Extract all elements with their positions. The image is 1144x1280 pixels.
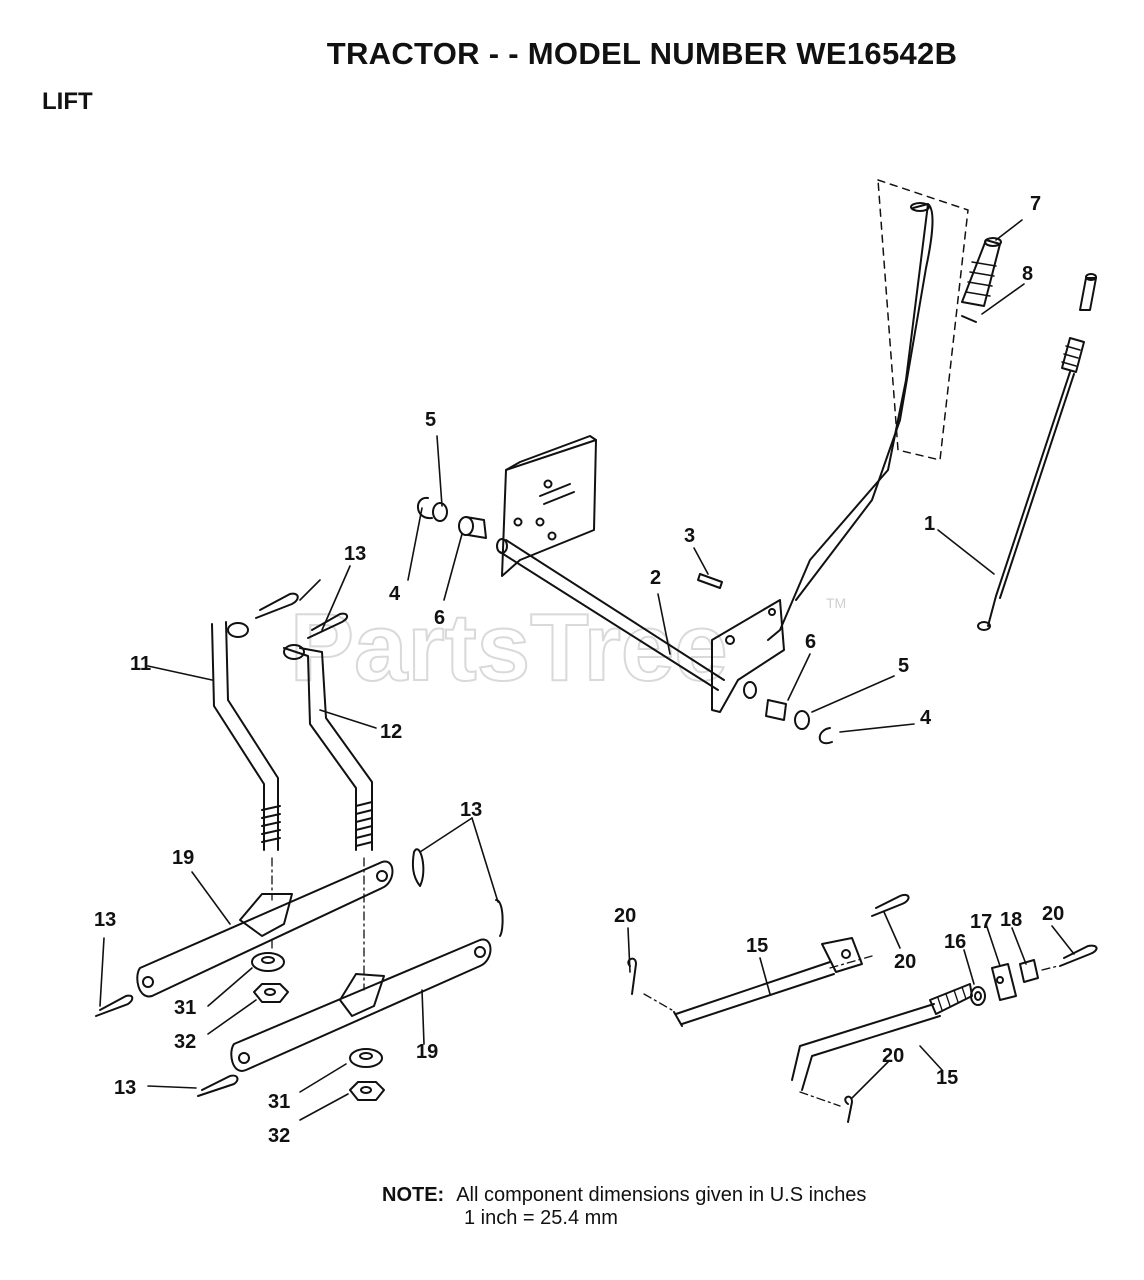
callout-32: 32 bbox=[174, 1031, 196, 1053]
note-line-1: All component dimensions given in U.S in… bbox=[456, 1184, 867, 1206]
washer-31-lower bbox=[349, 1048, 383, 1068]
lift-arm-19-upper bbox=[136, 860, 394, 998]
callout-18: 18 bbox=[1000, 909, 1022, 931]
bushing-right bbox=[743, 681, 787, 721]
page-title: TRACTOR - - MODEL NUMBER WE16542B bbox=[326, 36, 958, 71]
callout-12: 12 bbox=[380, 721, 402, 743]
lift-handle bbox=[767, 203, 929, 641]
cotter-pin-20c bbox=[1059, 944, 1098, 967]
alignment-lines-left bbox=[271, 857, 365, 991]
washer-16 bbox=[970, 986, 986, 1006]
handle-grip bbox=[961, 237, 1002, 307]
leader-lines bbox=[99, 219, 1075, 1121]
callout-3: 3 bbox=[684, 525, 695, 547]
hairpin-clip-13f bbox=[197, 1074, 239, 1097]
callout-11: 11 bbox=[130, 653, 151, 675]
handle-extension-outline bbox=[877, 179, 969, 461]
hairpin-clip-13b bbox=[307, 612, 348, 639]
retaining-ring-right bbox=[818, 727, 833, 745]
callout-20: 20 bbox=[1042, 903, 1064, 925]
hairpin-clip-13d bbox=[495, 899, 504, 937]
callout-31: 31 bbox=[268, 1091, 290, 1113]
callout-1: 1 bbox=[924, 513, 935, 535]
lift-link-12 bbox=[283, 644, 373, 851]
alignment-lines-right bbox=[643, 955, 1059, 1107]
callout-32: 32 bbox=[268, 1125, 290, 1147]
note-label: NOTE: bbox=[382, 1184, 445, 1206]
block-17 bbox=[991, 963, 1017, 1001]
callout-15: 15 bbox=[746, 935, 768, 957]
note-box: NOTE: All component dimensions given in U… bbox=[382, 1184, 866, 1230]
cotter-pin-20a bbox=[627, 957, 637, 995]
lift-rod bbox=[977, 273, 1097, 631]
retaining-ring-left bbox=[417, 496, 433, 520]
bushing-left bbox=[458, 516, 487, 539]
callout-20: 20 bbox=[894, 951, 916, 973]
note-line-2: 1 inch = 25.4 mm bbox=[464, 1207, 618, 1229]
lift-arm-19-lower bbox=[230, 938, 492, 1072]
callout-13: 13 bbox=[94, 909, 116, 931]
callout-8: 8 bbox=[1022, 263, 1033, 285]
spring-pin bbox=[961, 315, 977, 323]
callout-7: 7 bbox=[1030, 193, 1041, 215]
callout-19: 19 bbox=[172, 847, 194, 869]
watermark-tm: TM bbox=[826, 595, 846, 611]
callout-5: 5 bbox=[425, 409, 436, 431]
bracket-plate bbox=[501, 435, 597, 577]
callout-4: 4 bbox=[920, 707, 932, 729]
callout-19: 19 bbox=[416, 1041, 438, 1063]
callout-5: 5 bbox=[898, 655, 909, 677]
nut-18 bbox=[1019, 959, 1039, 983]
callout-6: 6 bbox=[434, 607, 445, 629]
callout-20: 20 bbox=[882, 1045, 904, 1067]
section-title: LIFT bbox=[42, 88, 93, 115]
callout-4: 4 bbox=[389, 583, 401, 605]
key bbox=[697, 573, 723, 589]
callout-2: 2 bbox=[650, 567, 661, 589]
lever-bracket bbox=[711, 599, 785, 713]
washer-left bbox=[432, 502, 448, 522]
watermark: PartsTree bbox=[290, 594, 728, 701]
hairpin-clip-13e bbox=[95, 994, 134, 1017]
callout-6: 6 bbox=[805, 631, 816, 653]
callout-31: 31 bbox=[174, 997, 196, 1019]
link-rod-15-upper bbox=[673, 937, 863, 1027]
lift-link-11 bbox=[211, 621, 281, 851]
washer-31-upper bbox=[251, 952, 285, 972]
callout-13: 13 bbox=[460, 799, 482, 821]
callout-13: 13 bbox=[344, 543, 366, 565]
hairpin-clip-13a bbox=[255, 592, 299, 619]
washer-right bbox=[794, 710, 810, 730]
callout-13: 13 bbox=[114, 1077, 136, 1099]
nut-32-lower bbox=[349, 1081, 385, 1101]
hairpin-clip-13c bbox=[411, 848, 425, 887]
cotter-pin-20d bbox=[844, 1095, 853, 1123]
lift-shaft bbox=[496, 538, 725, 691]
callout-20: 20 bbox=[614, 905, 636, 927]
callout-16: 16 bbox=[944, 931, 966, 953]
nut-32-upper bbox=[253, 983, 289, 1003]
callout-15: 15 bbox=[936, 1067, 958, 1089]
callout-17: 17 bbox=[970, 911, 992, 933]
cotter-pin-20b bbox=[871, 894, 910, 917]
